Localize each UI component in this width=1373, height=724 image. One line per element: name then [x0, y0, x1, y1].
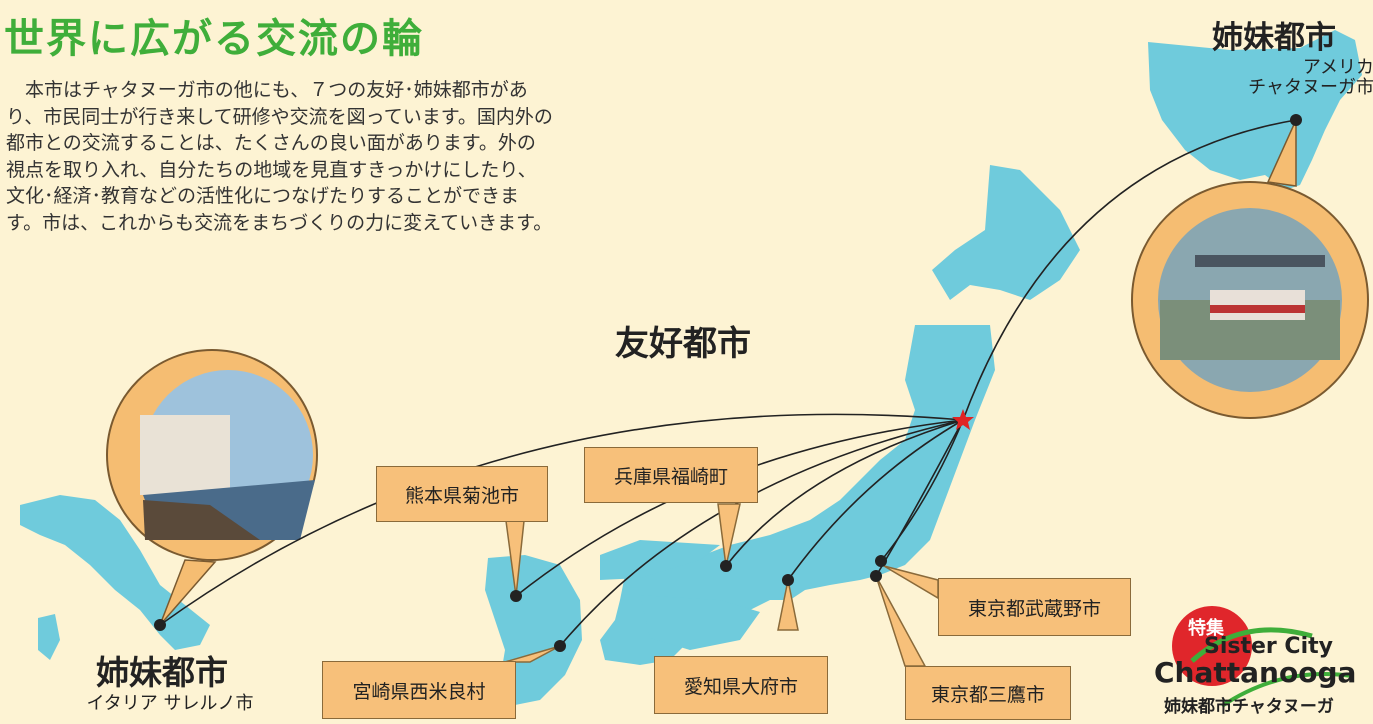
home-city-star-icon [952, 409, 974, 430]
callout-musashino: 東京都武蔵野市 [938, 578, 1131, 636]
dot-musashino [875, 555, 887, 567]
line-musashino [880, 419, 964, 562]
dot-mitaka [870, 570, 882, 582]
it-country: イタリア [86, 693, 158, 714]
sister-city-badge: 特集 Sister City Chattanooga 姉妹都市チャタヌーガ [1152, 606, 1372, 720]
aichi-pointer [777, 579, 799, 631]
line-chattanooga [962, 119, 1297, 421]
japan-west [600, 540, 720, 580]
page-title: 世界に広がる交流の輪 [4, 16, 424, 62]
intro-paragraph: 本市はチャタヌーガ市の他にも、７つの友好･姉妹都市があり、市民同士が行き来して研… [6, 77, 554, 236]
dot-chattanooga [1290, 114, 1302, 126]
sister-city-italy-label: イタリア サレルノ市 [60, 694, 280, 714]
dot-aichi [782, 574, 794, 586]
italy-map [20, 495, 210, 650]
callout-miyazaki: 宮崎県西米良村 [322, 661, 516, 719]
chattanooga-circle-pointer [1266, 119, 1297, 187]
friendship-cities-heading: 友好都市 [615, 324, 751, 364]
intro-text: 本市はチャタヌーガ市の他にも、７つの友好･姉妹都市があり、市民同士が行き来して研… [6, 79, 553, 234]
line-salerno [159, 413, 964, 626]
miyazaki-pointer [504, 645, 561, 663]
musashino-pointer [883, 565, 939, 600]
callout-aichi: 愛知県大府市 [654, 656, 828, 714]
badge-tag: 特集 [1188, 618, 1224, 639]
usa-map [1148, 30, 1362, 190]
sister-city-us-label: アメリカ チャタヌーガ市 [1194, 58, 1373, 98]
it-city: サレルノ市 [163, 693, 254, 714]
salerno-circle-pointer [159, 559, 217, 626]
badge-graphic [1172, 606, 1353, 708]
badge-line1: Sister City [1204, 634, 1333, 659]
dot-hyogo [720, 560, 732, 572]
hyogo-pointer [717, 503, 741, 567]
badge-line2: Chattanooga [1154, 656, 1357, 689]
dot-salerno [154, 619, 166, 631]
sardinia [38, 614, 60, 660]
callout-hyogo: 兵庫県福崎町 [584, 447, 758, 503]
us-city: チャタヌーガ市 [1248, 77, 1373, 98]
dot-kumamoto [510, 590, 522, 602]
line-aichi [787, 419, 964, 581]
us-country: アメリカ [1302, 57, 1373, 78]
mitaka-pointer [875, 575, 927, 667]
dot-miyazaki [554, 640, 566, 652]
line-hyogo [725, 419, 964, 567]
japan-hokkaido [932, 165, 1080, 300]
sister-city-us-heading: 姉妹都市 [1212, 20, 1336, 56]
sister-city-italy-heading: 姉妹都市 [96, 653, 228, 692]
japan-honshu [600, 325, 995, 665]
callout-mitaka: 東京都三鷹市 [905, 666, 1071, 720]
callout-kumamoto: 熊本県菊池市 [376, 466, 548, 522]
badge-line3: 姉妹都市チャタヌーガ [1164, 697, 1334, 717]
japan-shikoku [640, 595, 760, 650]
